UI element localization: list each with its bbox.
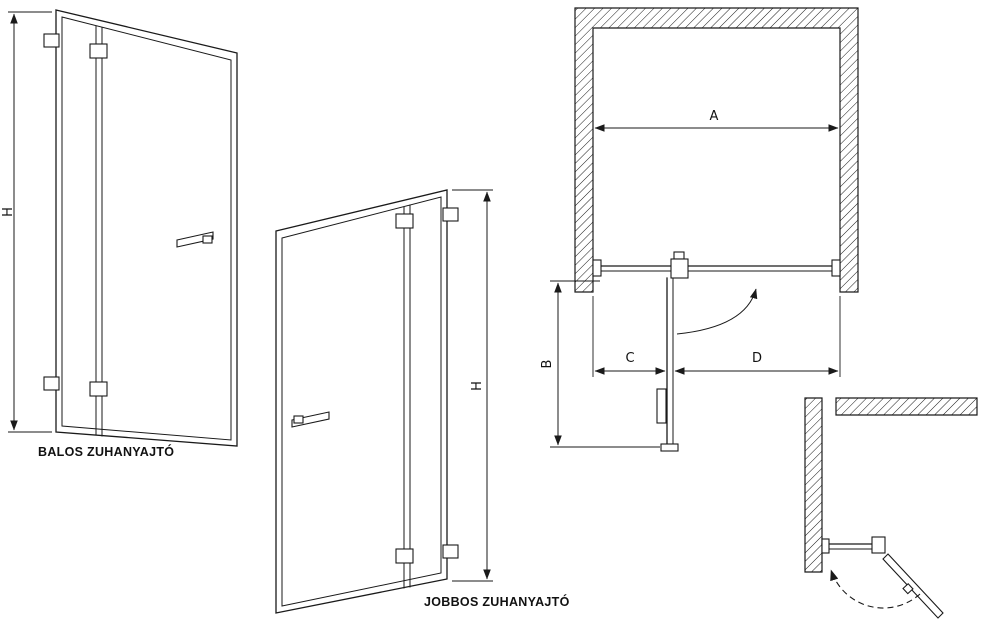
left-door-title: BALOS ZUHANYAJTÓ [38, 444, 174, 459]
plan-dimension-b [550, 280, 660, 448]
right-door-height-dimension [452, 189, 493, 582]
right-door-handle [291, 411, 330, 428]
corner-fixed-panel [821, 536, 886, 554]
right-door-height-label: H [470, 381, 485, 391]
corner-swing-arc [830, 569, 921, 609]
plan-dimension-d [674, 296, 841, 377]
left-door-height-dimension [8, 11, 52, 433]
right-door-frame [275, 189, 448, 614]
corner-open-door [882, 553, 944, 619]
plan-door-swing-arc [676, 288, 758, 335]
right-door-hinges [395, 207, 459, 564]
plan-dim-d-label: D [752, 351, 762, 366]
plan-dim-b-label: B [540, 360, 555, 369]
plan-walls [574, 7, 859, 293]
plan-dim-c-label: C [625, 351, 634, 366]
corner-top-wall [835, 397, 978, 416]
plan-dim-a-label: A [710, 109, 719, 124]
plan-view: A B C D [540, 7, 859, 452]
left-door-height-label: H [1, 207, 16, 217]
left-door-elevation: H BALOS ZUHANYAJTÓ [1, 9, 238, 459]
corner-left-wall [804, 397, 823, 573]
right-door-elevation: H JOBBOS ZUHANYAJTÓ [275, 189, 570, 614]
plan-open-door [656, 277, 679, 452]
plan-dimension-c [592, 296, 666, 377]
left-door-frame [55, 9, 238, 447]
plan-fixed-panel [592, 251, 841, 279]
corner-detail-view [804, 397, 978, 619]
right-door-title: JOBBOS ZUHANYAJTÓ [424, 594, 570, 609]
left-door-handle [176, 231, 214, 248]
left-door-hinges [43, 33, 108, 397]
